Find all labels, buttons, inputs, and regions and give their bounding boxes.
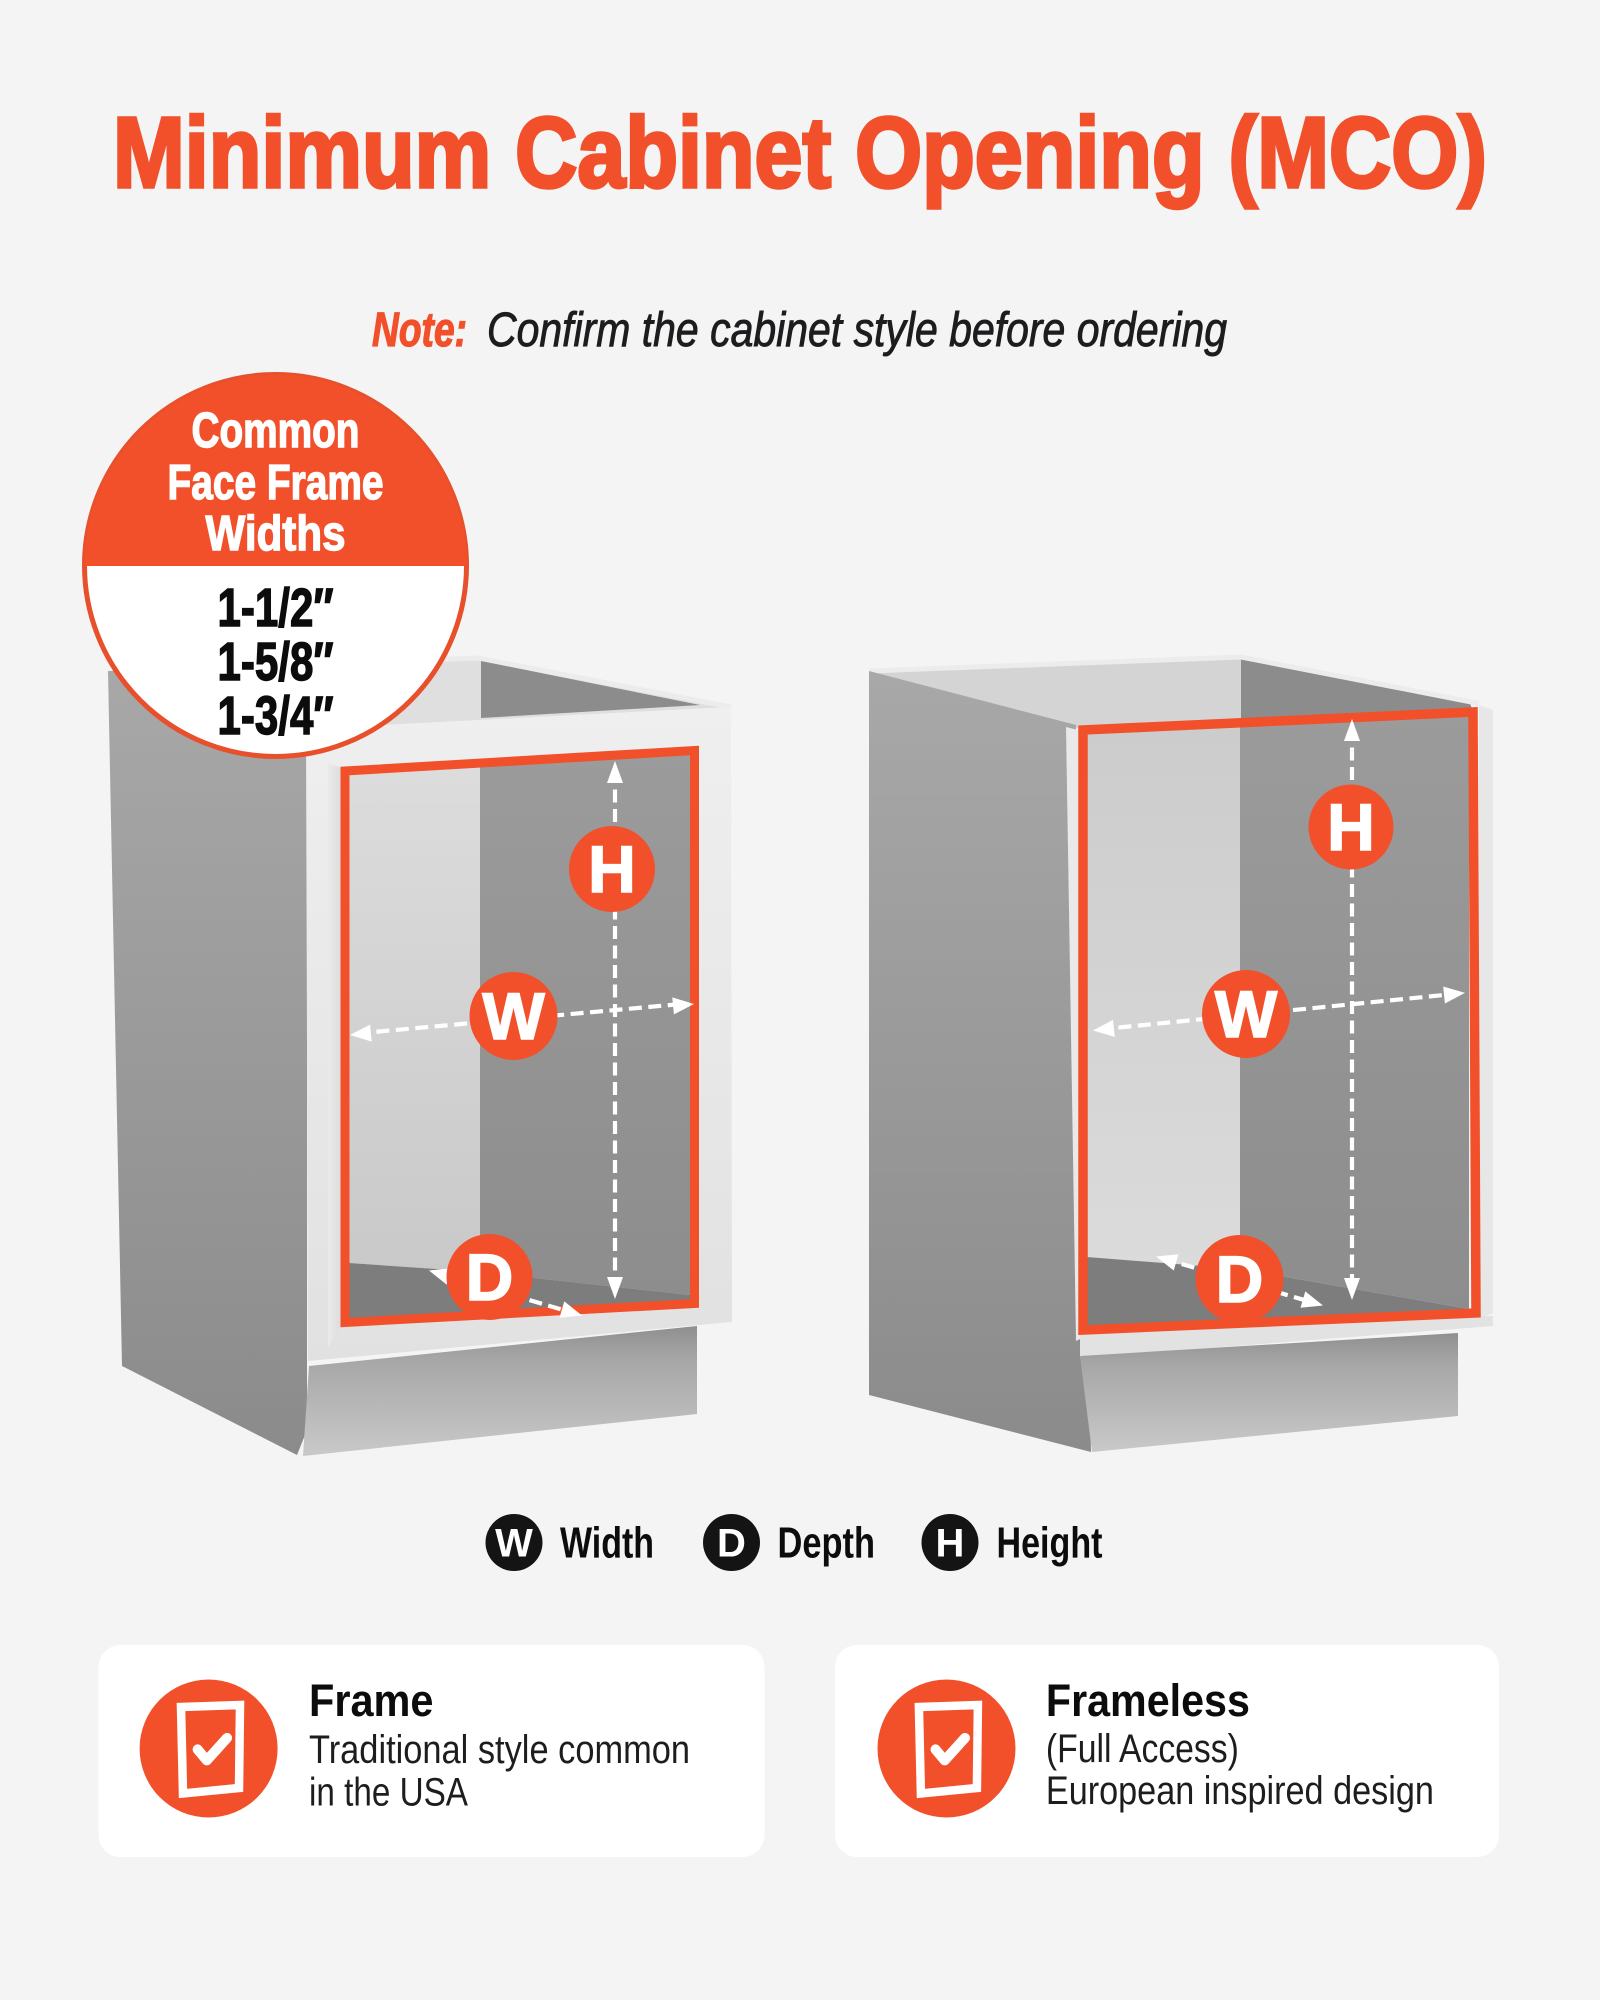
svg-text:Confirm the cabinet style befo: Confirm the cabinet style before orderin… <box>487 304 1227 357</box>
svg-text:Height: Height <box>997 1519 1103 1568</box>
svg-text:W: W <box>495 1522 533 1566</box>
svg-text:Face Frame: Face Frame <box>168 456 384 510</box>
svg-text:European inspired design: European inspired design <box>1046 1769 1434 1813</box>
svg-text:Depth: Depth <box>778 1519 876 1568</box>
svg-text:Minimum Cabinet Opening (MCO): Minimum Cabinet Opening (MCO) <box>113 97 1487 209</box>
svg-text:1-3/4″: 1-3/4″ <box>218 686 334 746</box>
svg-text:Note:: Note: <box>372 304 467 357</box>
svg-text:in the USA: in the USA <box>309 1771 468 1815</box>
svg-text:Traditional style common: Traditional style common <box>309 1728 690 1772</box>
svg-text:1-1/2″: 1-1/2″ <box>218 578 334 638</box>
svg-text:D: D <box>466 1240 514 1314</box>
svg-text:W: W <box>1215 977 1278 1051</box>
svg-text:(Full Access): (Full Access) <box>1046 1727 1239 1771</box>
svg-text:Common: Common <box>192 404 360 458</box>
svg-text:D: D <box>717 1522 746 1566</box>
svg-text:W: W <box>482 979 545 1053</box>
svg-text:Frame: Frame <box>309 1675 434 1726</box>
svg-text:Widths: Widths <box>206 507 346 561</box>
svg-text:H: H <box>936 1522 965 1566</box>
svg-text:H: H <box>1327 790 1375 864</box>
svg-text:H: H <box>588 832 636 906</box>
svg-text:1-5/8″: 1-5/8″ <box>218 632 334 692</box>
svg-text:Frameless: Frameless <box>1046 1675 1250 1726</box>
svg-text:D: D <box>1216 1242 1264 1316</box>
svg-text:Width: Width <box>560 1519 654 1568</box>
